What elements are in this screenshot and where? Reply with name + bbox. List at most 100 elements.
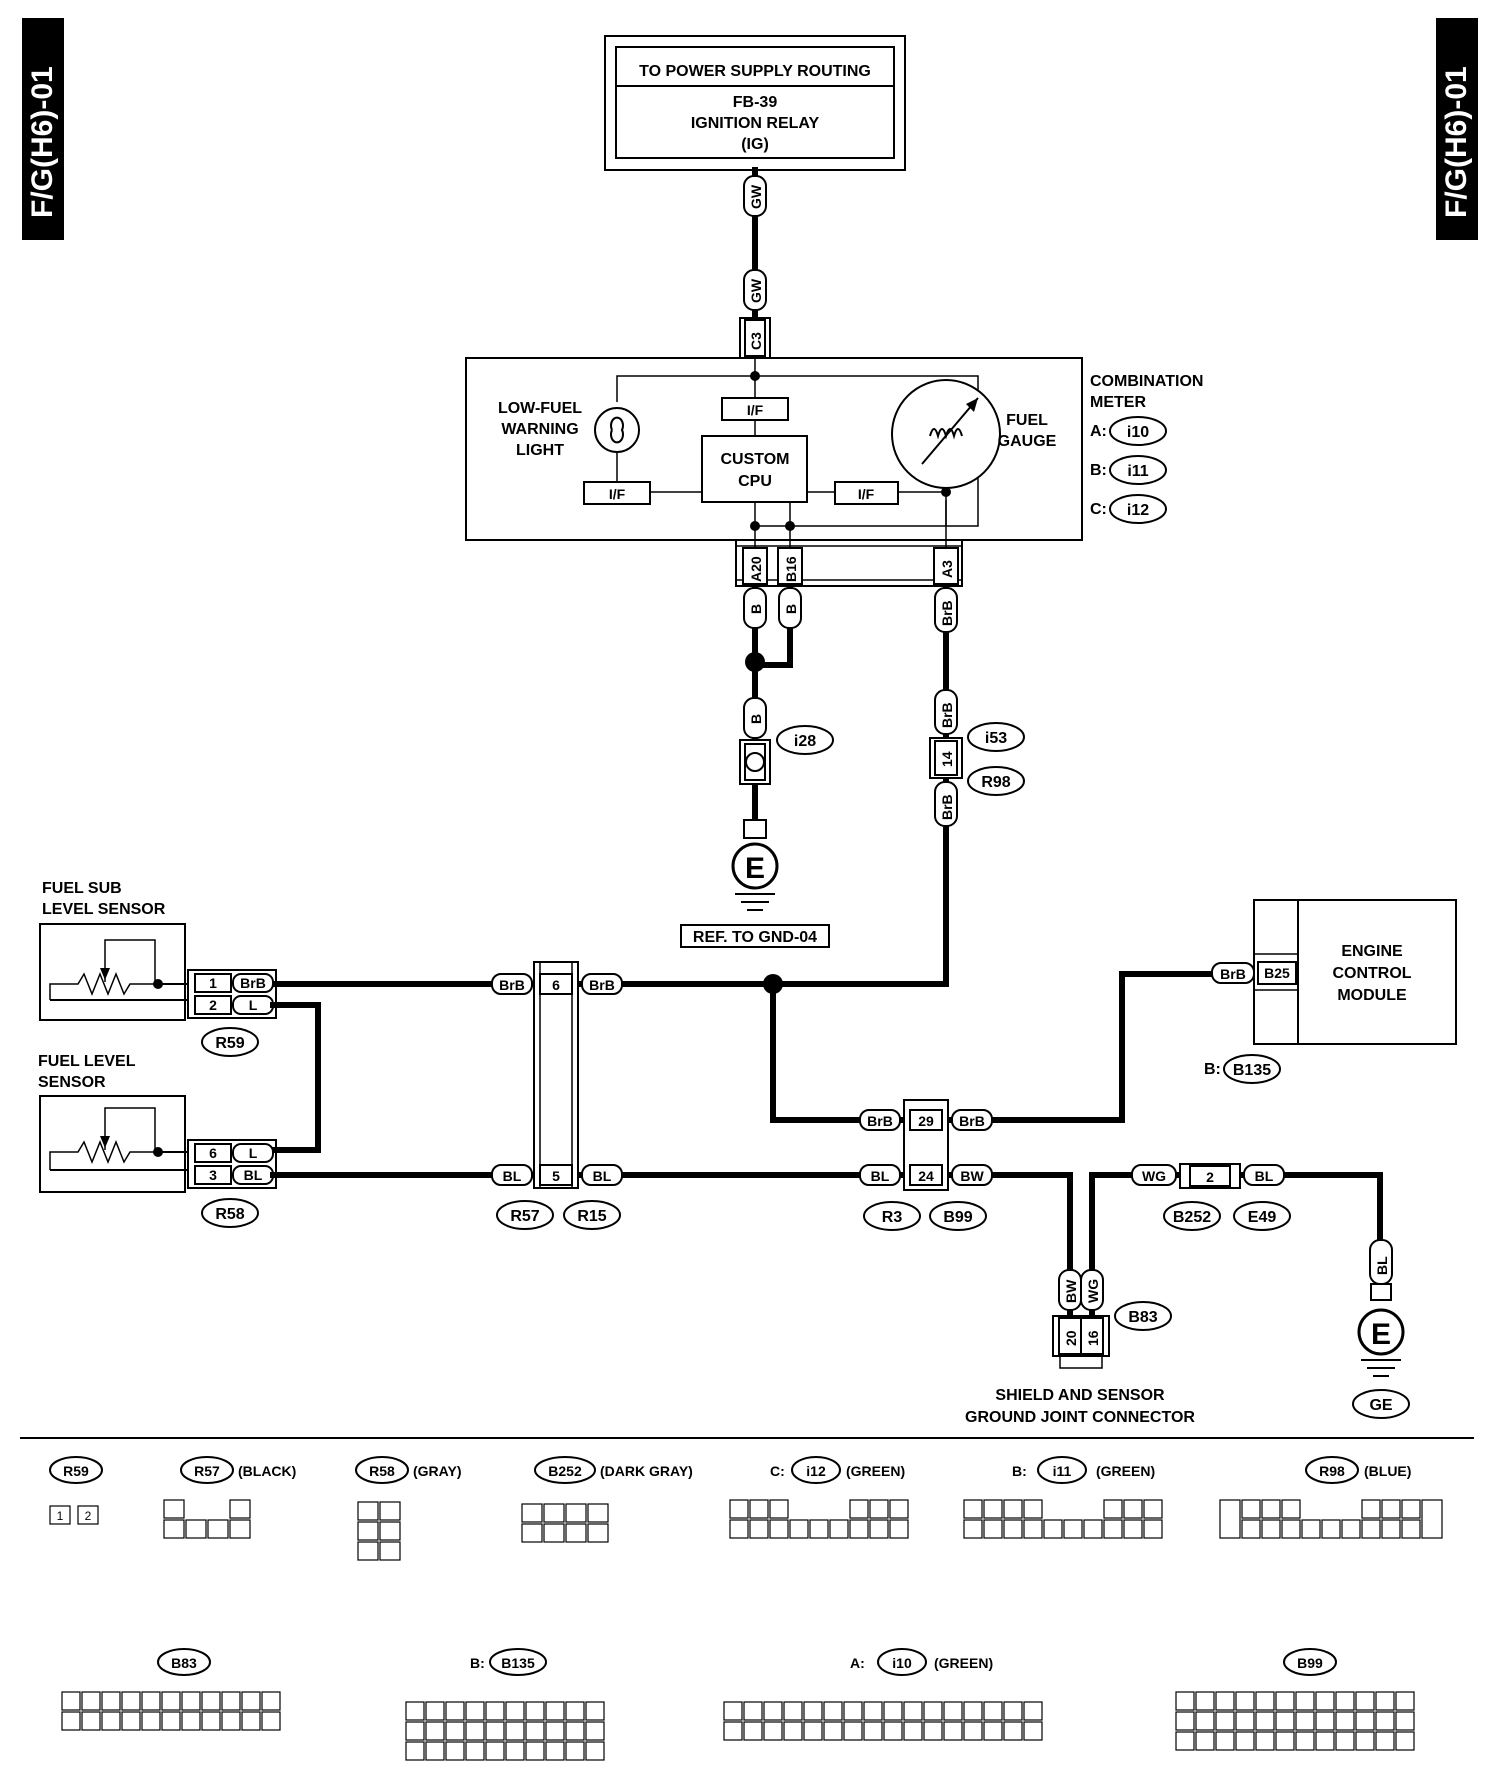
- connector-r3: R3: [882, 1209, 903, 1226]
- svg-text:B: B: [748, 604, 764, 614]
- legend-b135: B: B135: [405, 1648, 605, 1761]
- ecm-label-2: CONTROL: [1332, 965, 1411, 982]
- svg-text:R59: R59: [63, 1463, 89, 1479]
- legend-r59: R59 1 2: [49, 1456, 103, 1525]
- meter-conn-a: i10: [1127, 424, 1149, 441]
- svg-text:B25: B25: [1264, 965, 1290, 981]
- sub-sensor-box: [39, 923, 188, 1021]
- meter-name-1: COMBINATION: [1090, 373, 1203, 390]
- gauge-label-1: FUEL: [1006, 412, 1048, 429]
- lowfuel-label-1: LOW-FUEL: [498, 400, 582, 417]
- svg-text:6: 6: [552, 977, 560, 993]
- svg-text:BL: BL: [244, 1167, 263, 1183]
- svg-text:2: 2: [85, 1509, 92, 1523]
- cpu-label-2: CPU: [738, 473, 772, 490]
- page-tab-right-label: F/G(H6)-01: [1440, 66, 1473, 218]
- wire-label-brb-3: BrB: [934, 781, 958, 827]
- ecm-label-1: ENGINE: [1341, 943, 1403, 960]
- cpu-label-1: CUSTOM: [720, 451, 789, 468]
- svg-text:1: 1: [57, 1509, 64, 1523]
- svg-text:C:: C:: [770, 1463, 785, 1479]
- lowfuel-label-3: LIGHT: [516, 442, 564, 459]
- meter-pin-b16: B16: [783, 556, 799, 582]
- connector-r59: R59: [215, 1035, 244, 1052]
- svg-text:3: 3: [209, 1167, 217, 1183]
- svg-text:L: L: [249, 997, 258, 1013]
- meter-conn-a-prefix: A:: [1090, 423, 1107, 440]
- legend-b99: B99: [1175, 1648, 1415, 1751]
- svg-text:A:: A:: [850, 1655, 865, 1671]
- shield-label-2: GROUND JOINT CONNECTOR: [965, 1409, 1195, 1426]
- ground-ref: REF. TO GND-04: [693, 929, 817, 946]
- meter-conn-b-prefix: B:: [1090, 462, 1107, 479]
- wire-label-brb-2: BrB: [934, 689, 958, 735]
- svg-text:(BLUE): (BLUE): [1364, 1463, 1411, 1479]
- svg-text:BrB: BrB: [589, 977, 615, 993]
- r58-connector: 6 3 L BL: [187, 1139, 277, 1189]
- svg-text:E: E: [745, 852, 765, 885]
- lowfuel-label-2: WARNING: [501, 421, 578, 438]
- b83-shield-connector: BW WG 20 16: [1052, 1269, 1110, 1369]
- legend-i12: C: i12 (GREEN): [729, 1456, 909, 1539]
- if-label-left: I/F: [609, 486, 626, 502]
- ge-ground: BL E: [1357, 1239, 1405, 1377]
- legend-i11: B: i11 (GREEN): [963, 1456, 1163, 1539]
- svg-text:BW: BW: [1063, 1279, 1079, 1303]
- ground-symbol-icon: E: [731, 842, 779, 911]
- svg-text:B99: B99: [1297, 1655, 1323, 1671]
- page-tab-right: F/G(H6)-01: [1436, 18, 1478, 240]
- connector-ge: GE: [1369, 1397, 1392, 1414]
- connector-r58: R58: [215, 1206, 244, 1223]
- power-line1: FB-39: [733, 94, 778, 111]
- svg-text:B:: B:: [1012, 1463, 1027, 1479]
- svg-text:BL: BL: [871, 1168, 890, 1184]
- svg-text:29: 29: [918, 1113, 934, 1129]
- svg-text:B: B: [748, 714, 764, 724]
- svg-text:R58: R58: [369, 1463, 395, 1479]
- connector-r15: R15: [577, 1208, 606, 1225]
- sub-sensor-label-2: LEVEL SENSOR: [42, 901, 166, 918]
- legend-b252: B252 (DARK GRAY): [521, 1456, 693, 1543]
- svg-text:24: 24: [918, 1168, 934, 1184]
- svg-text:B252: B252: [548, 1463, 582, 1479]
- svg-text:(DARK GRAY): (DARK GRAY): [600, 1463, 693, 1479]
- svg-text:C3: C3: [748, 332, 764, 350]
- b252-e49-junction: 2 WG BL: [1131, 1163, 1285, 1189]
- svg-text:BrB: BrB: [939, 794, 955, 820]
- r59-connector: 1 2 BrB L: [187, 969, 277, 1019]
- svg-text:R57: R57: [194, 1463, 220, 1479]
- svg-text:BL: BL: [593, 1168, 612, 1184]
- svg-text:GW: GW: [748, 278, 764, 303]
- svg-text:14: 14: [939, 751, 955, 767]
- meter-conn-c-prefix: C:: [1090, 501, 1107, 518]
- connector-e49: E49: [1248, 1209, 1277, 1226]
- meter-pin-c3: C3: [739, 317, 771, 359]
- combination-meter: LOW-FUEL WARNING LIGHT I/F I/F I/F CUSTO…: [465, 357, 1083, 562]
- legend-r98: R98 (BLUE): [1219, 1456, 1443, 1539]
- power-title: TO POWER SUPPLY ROUTING: [639, 63, 871, 80]
- legend-i10: A: i10 (GREEN): [723, 1648, 1043, 1741]
- r3-b99-junction: 29 24 BrB BrB BL BW: [859, 1099, 993, 1191]
- wire-label-gw-2: GW: [743, 269, 767, 311]
- connector-i28: i28: [794, 733, 816, 750]
- svg-text:L: L: [249, 1145, 258, 1161]
- connector-b83: B83: [1128, 1309, 1157, 1326]
- connector-b252: B252: [1173, 1209, 1211, 1226]
- svg-text:WG: WG: [1142, 1168, 1166, 1184]
- page-tab-left-label: F/G(H6)-01: [26, 66, 59, 218]
- connector-b135: B135: [1233, 1062, 1271, 1079]
- main-sensor-label-1: FUEL LEVEL: [38, 1053, 136, 1070]
- main-sensor-box: [39, 1095, 188, 1193]
- svg-text:E: E: [1371, 1318, 1391, 1351]
- meter-name-2: METER: [1090, 394, 1146, 411]
- svg-text:BrB: BrB: [867, 1113, 893, 1129]
- svg-text:6: 6: [209, 1145, 217, 1161]
- fuel-gauge-icon: [891, 379, 1001, 489]
- svg-text:(GREEN): (GREEN): [846, 1463, 905, 1479]
- ecm-conn-prefix: B:: [1204, 1061, 1221, 1078]
- page-tab-left: F/G(H6)-01: [22, 18, 64, 240]
- sub-sensor-label-1: FUEL SUB: [42, 880, 122, 897]
- svg-text:B:: B:: [470, 1655, 485, 1671]
- svg-text:BrB: BrB: [939, 600, 955, 626]
